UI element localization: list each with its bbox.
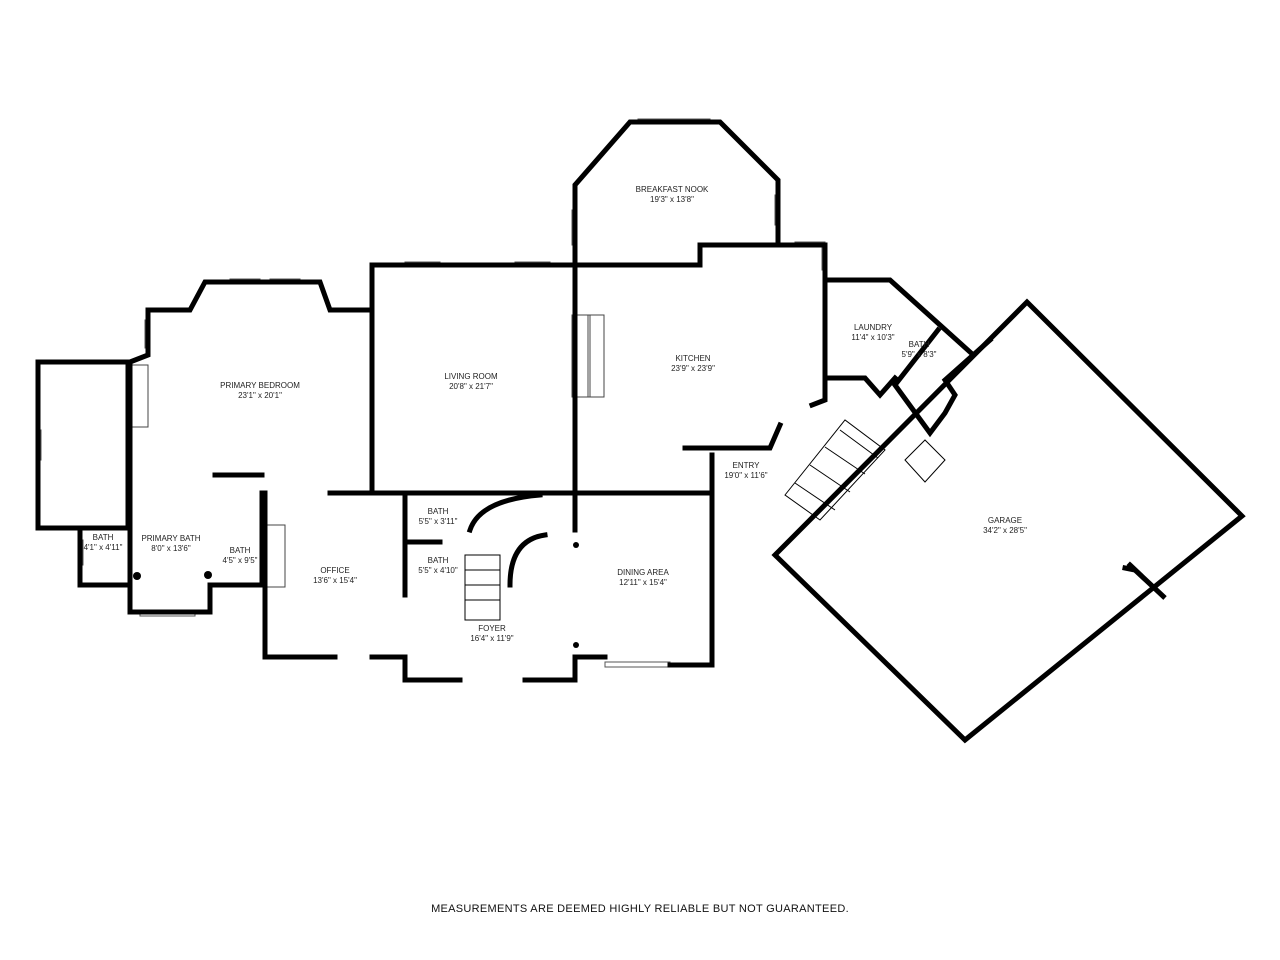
- room-size: 12'11" x 15'4": [619, 578, 667, 587]
- walls: [35, 119, 1246, 744]
- room-name: BATH: [92, 533, 114, 542]
- room-name: BATH: [908, 340, 930, 349]
- room-size: 20'8" x 21'7": [449, 382, 493, 391]
- room-name: KITCHEN: [675, 354, 711, 363]
- room-size: 4'5" x 9'5": [222, 556, 258, 565]
- room-name: BATH: [427, 556, 449, 565]
- room-size: 5'5" x 4'10": [418, 566, 458, 575]
- room-size: 23'1" x 20'1": [238, 391, 282, 400]
- room-size: 8'0" x 13'6": [151, 544, 191, 553]
- room-size: 11'4" x 10'3": [851, 333, 895, 342]
- room-name: BREAKFAST NOOK: [635, 185, 709, 194]
- room-name: BATH: [229, 546, 251, 555]
- room-name: BATH: [427, 507, 449, 516]
- room-name: LIVING ROOM: [444, 372, 498, 381]
- room-size: 5'5" x 3'11": [418, 517, 458, 526]
- room-size: 19'3" x 13'8": [650, 195, 694, 204]
- disclaimer: MEASUREMENTS ARE DEEMED HIGHLY RELIABLE …: [431, 903, 849, 915]
- room-name: DINING AREA: [617, 568, 669, 577]
- room-size: 23'9" x 23'9": [671, 364, 715, 373]
- stairs: [133, 419, 946, 648]
- room-size: 16'4" x 11'9": [470, 634, 514, 643]
- room-name: PRIMARY BEDROOM: [220, 381, 300, 390]
- room-name: FOYER: [478, 624, 506, 633]
- room-name: PRIMARY BATH: [141, 534, 201, 543]
- room-size: 4'1" x 4'11": [83, 543, 123, 552]
- room-size: 34'2" x 28'5": [983, 526, 1027, 535]
- fireplaces: [129, 314, 605, 588]
- room-name: OFFICE: [320, 566, 350, 575]
- room-name: ENTRY: [732, 461, 760, 470]
- room-name: GARAGE: [987, 516, 1023, 525]
- room-size: 5'9" x 8'3": [901, 350, 937, 359]
- room-size: 19'0" x 11'6": [724, 471, 768, 480]
- room-name: LAUNDRY: [853, 323, 893, 332]
- room-size: 13'6" x 15'4": [313, 576, 357, 585]
